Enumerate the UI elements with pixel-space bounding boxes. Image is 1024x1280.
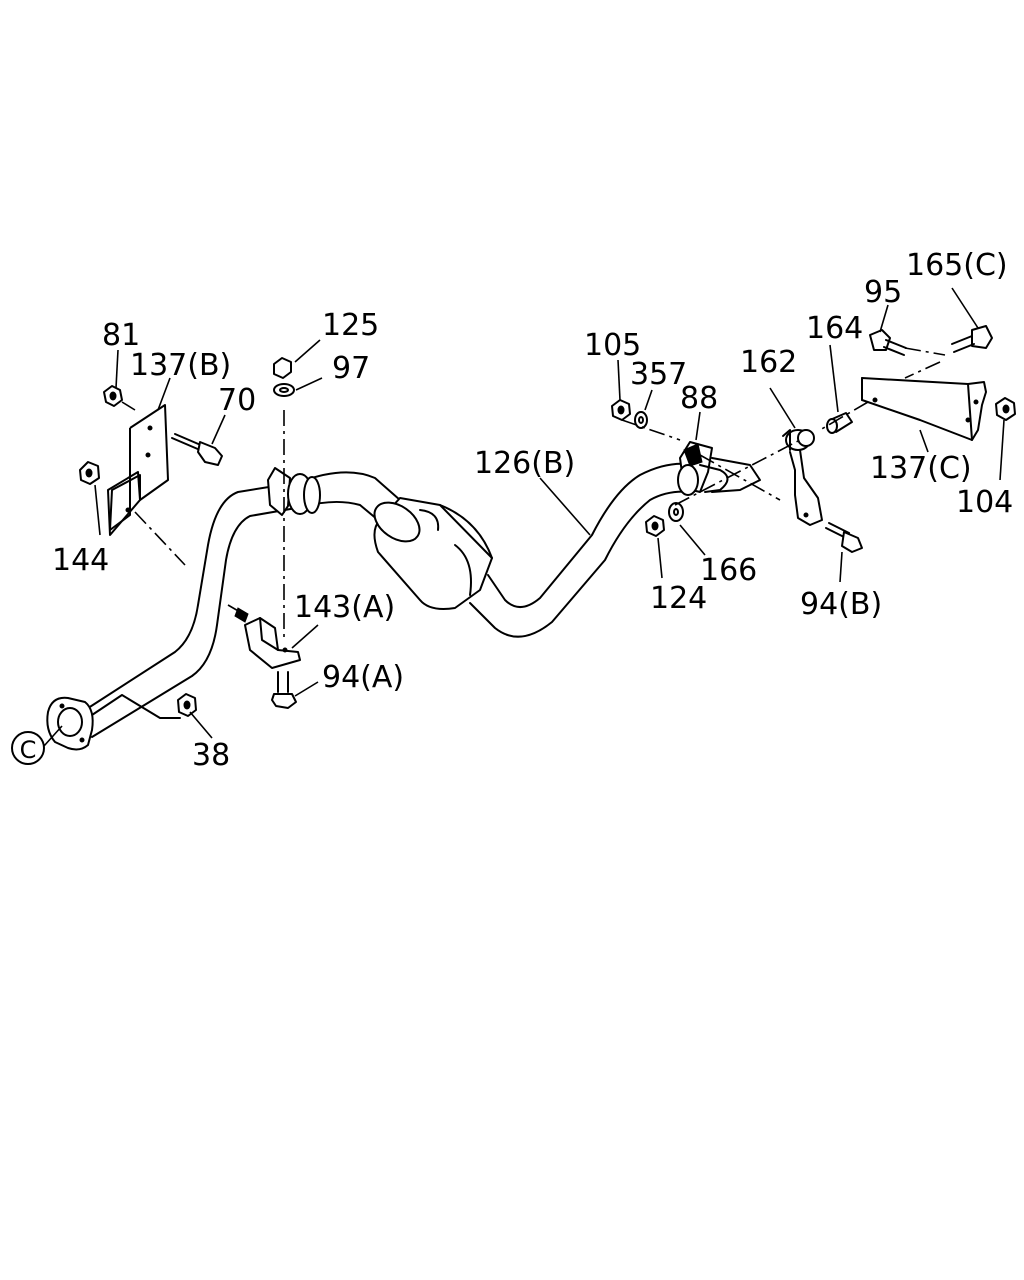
connector-letter: C — [20, 736, 37, 764]
callout-97: 97 — [332, 351, 370, 386]
hanger-162 — [782, 429, 823, 526]
callout-144: 144 — [52, 543, 109, 578]
bolt-94b — [825, 522, 863, 553]
callout-125: 125 — [322, 308, 379, 343]
nut-105 — [611, 399, 631, 421]
callout-137c: 137(C) — [870, 451, 972, 486]
callout-137b: 137(B) — [130, 348, 231, 383]
bracket-137b — [107, 404, 169, 536]
callout-164: 164 — [806, 311, 863, 346]
callout-105: 105 — [584, 328, 641, 363]
callout-104: 104 — [956, 485, 1013, 520]
mount-143a — [234, 607, 301, 669]
nut-81 — [103, 385, 123, 407]
catalytic-converter — [373, 497, 493, 610]
callout-166: 166 — [700, 553, 757, 588]
callout-162: 162 — [740, 345, 797, 380]
bolt-94a — [271, 671, 297, 709]
callout-124: 124 — [650, 581, 707, 616]
callout-165c: 165(C) — [906, 248, 1008, 283]
callout-143a: 143(A) — [294, 590, 395, 625]
bolt-95 — [869, 329, 907, 356]
callout-81: 81 — [102, 318, 140, 353]
pipe-bush-front — [267, 467, 321, 516]
nut-144 — [79, 461, 100, 485]
callout-88: 88 — [680, 381, 718, 416]
center-lines — [134, 347, 946, 640]
callout-94a: 94(A) — [322, 660, 404, 695]
bolt-165c — [951, 325, 993, 353]
collar-164 — [826, 412, 853, 434]
callout-357: 357 — [630, 357, 687, 392]
callout-38: 38 — [192, 738, 230, 773]
washer-166 — [668, 502, 684, 522]
leader-lines — [94, 287, 1005, 739]
connector-c: C — [11, 725, 63, 765]
exhaust-pipe-126b — [81, 462, 691, 738]
washer-97 — [273, 383, 295, 397]
washer-357 — [634, 411, 648, 429]
nut-38 — [177, 693, 197, 717]
front-flange — [46, 696, 94, 751]
nut-104 — [995, 397, 1016, 421]
callout-126b: 126(B) — [474, 446, 575, 481]
bracket-137c — [861, 377, 987, 441]
callout-labels: 81 137(B) 70 144 125 97 143(A) 94(A) 38 … — [52, 248, 1013, 773]
hardware — [79, 325, 1016, 717]
nut-125 — [273, 357, 292, 379]
pipe-bush-rear — [677, 441, 761, 496]
callout-94b: 94(B) — [800, 587, 882, 622]
nut-124 — [645, 515, 665, 537]
callout-70: 70 — [218, 383, 256, 418]
callout-95: 95 — [864, 275, 902, 310]
bolt-70 — [171, 433, 223, 466]
